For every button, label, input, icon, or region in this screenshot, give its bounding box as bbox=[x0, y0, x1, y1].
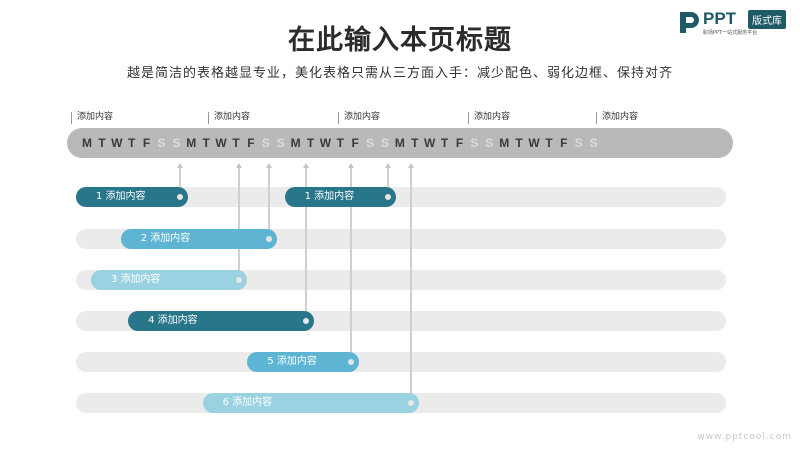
weekday-label: M bbox=[290, 136, 301, 150]
weekend-day-label: S bbox=[276, 136, 285, 150]
task-label: 4 添加内容 bbox=[148, 315, 198, 326]
task-end-dot bbox=[266, 236, 273, 242]
weekday-label: F bbox=[351, 136, 359, 150]
up-arrow-icon bbox=[303, 163, 310, 168]
gantt-task-bar[interactable]: 3 添加内容 bbox=[90, 270, 248, 290]
weekday-label: M bbox=[394, 136, 405, 150]
weekday-label: T bbox=[440, 136, 449, 150]
footer-watermark: www.pptcool.com bbox=[697, 432, 792, 442]
weekend-day-label: S bbox=[172, 136, 181, 150]
weekday-label: W bbox=[528, 136, 540, 150]
milestone-connector-line bbox=[178, 167, 181, 197]
task-label: 1 添加内容 bbox=[96, 191, 146, 202]
weekday-label: T bbox=[515, 136, 523, 150]
gantt-task-bar[interactable]: 1 添加内容 bbox=[76, 187, 188, 207]
task-label: 3 添加内容 bbox=[110, 274, 161, 285]
weekday-label: F bbox=[455, 136, 464, 150]
logo-brand-text: PPT bbox=[703, 9, 737, 28]
milestone-connector-line bbox=[305, 167, 308, 321]
task-end-dot bbox=[236, 277, 243, 283]
weekday-label: W bbox=[319, 136, 332, 150]
page-title: 在此输入本页标题 bbox=[288, 25, 512, 56]
logo-badge: 版式库 bbox=[748, 10, 786, 29]
up-arrow-icon bbox=[176, 163, 183, 168]
task-label: 2 添加内容 bbox=[140, 233, 191, 244]
logo-tagline: 职场PPT一站式服务平台 bbox=[703, 30, 758, 36]
weekday-label: M bbox=[499, 136, 510, 150]
week-label: 添加内容 bbox=[71, 112, 113, 124]
weekday-label: M bbox=[186, 136, 197, 150]
weekday-label: W bbox=[424, 136, 436, 150]
up-arrow-icon bbox=[266, 163, 273, 168]
gantt-task-bar[interactable]: 2 添加内容 bbox=[120, 229, 278, 249]
logo-mark-icon bbox=[680, 12, 699, 33]
weekday-label: T bbox=[98, 136, 106, 150]
milestone-connector-line bbox=[350, 167, 353, 362]
up-arrow-icon bbox=[236, 163, 243, 168]
up-arrow-icon bbox=[385, 163, 392, 168]
weekend-day-label: S bbox=[380, 136, 389, 150]
task-label: 1 添加内容 bbox=[304, 191, 355, 202]
gantt-task-bar[interactable]: 1 添加内容 bbox=[284, 187, 397, 207]
up-arrow-icon bbox=[407, 163, 414, 168]
weekend-day-label: S bbox=[157, 136, 166, 150]
task-label: 5 添加内容 bbox=[267, 356, 317, 367]
weekday-label: T bbox=[306, 136, 315, 150]
gantt-row-track bbox=[76, 352, 726, 372]
milestone-connector-line bbox=[238, 167, 241, 280]
weekend-day-label: S bbox=[589, 136, 598, 150]
weekday-label: M bbox=[82, 136, 92, 150]
milestone-connector-line bbox=[409, 167, 412, 403]
week-label: 添加内容 bbox=[208, 112, 250, 124]
weekday-label: T bbox=[336, 136, 344, 150]
milestone-connector-line bbox=[387, 167, 390, 197]
weekday-label: W bbox=[111, 136, 123, 150]
weekend-day-label: S bbox=[261, 136, 270, 150]
task-end-dot bbox=[176, 194, 183, 200]
task-end-dot bbox=[348, 359, 355, 365]
weekday-label: T bbox=[128, 136, 136, 150]
weekday-label: T bbox=[232, 136, 240, 150]
weekend-day-label: S bbox=[485, 136, 494, 150]
gantt-task-bar[interactable]: 4 添加内容 bbox=[128, 311, 315, 331]
weekday-label: F bbox=[142, 136, 151, 150]
weekend-day-label: S bbox=[366, 136, 375, 150]
brand-logo: PPT 版式库 职场PPT一站式服务平台 bbox=[678, 9, 794, 37]
weekday-label: F bbox=[247, 136, 255, 150]
day-header-bar bbox=[67, 128, 733, 158]
gantt-task-bar[interactable]: 6 添加内容 bbox=[202, 393, 419, 413]
task-end-dot bbox=[303, 318, 310, 324]
week-label: 添加内容 bbox=[596, 112, 638, 124]
weekday-label: F bbox=[560, 136, 568, 150]
week-label: 添加内容 bbox=[338, 112, 380, 124]
weekday-label: W bbox=[215, 136, 227, 150]
weekend-day-label: S bbox=[470, 136, 479, 150]
up-arrow-icon bbox=[348, 163, 355, 168]
task-end-dot bbox=[407, 400, 414, 406]
week-label: 添加内容 bbox=[468, 112, 510, 124]
task-label: 6 添加内容 bbox=[222, 397, 273, 408]
task-end-dot bbox=[385, 194, 392, 200]
weekend-day-label: S bbox=[574, 136, 583, 150]
weekday-label: T bbox=[545, 136, 553, 150]
weekday-label: T bbox=[202, 136, 210, 150]
milestone-connector-line bbox=[268, 167, 271, 239]
weekday-label: T bbox=[411, 136, 419, 150]
gantt-task-bar[interactable]: 5 添加内容 bbox=[247, 352, 360, 372]
page-subtitle: 越是简洁的表格越显专业，美化表格只需从三方面入手：减少配色、弱化边框、保持对齐 bbox=[126, 66, 673, 81]
